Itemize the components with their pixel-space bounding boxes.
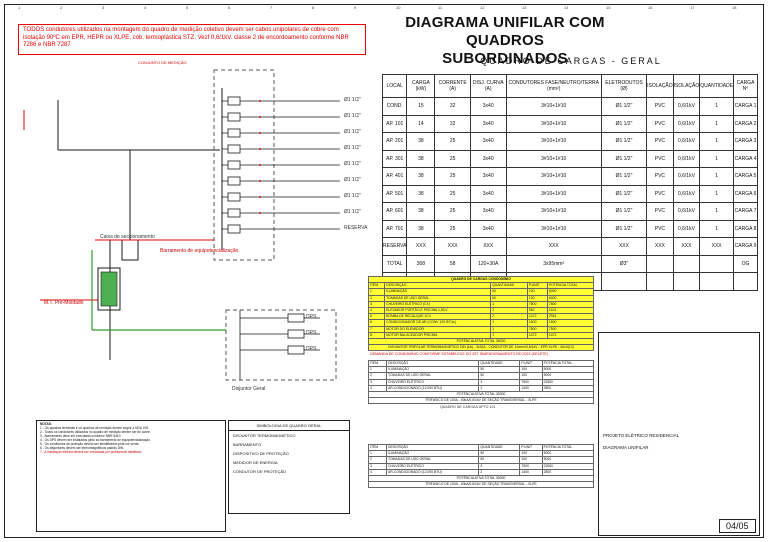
ruler-mark: 16 [648,5,653,10]
meter-group-label: CONJUNTO DE MEDIÇÃO [138,60,187,65]
ruler-mark: 10 [396,5,401,10]
branch-label: Ø1 1/2" [344,161,361,167]
drawing-name: DIAGRAMA UNIFILAR [603,445,649,450]
section-label: Caixa de seccionamento [100,234,155,240]
legend-box: SIMBOLOGIA DE QUADRO GERAL DISJUNTOR TER… [228,420,350,514]
ruler-mark: 13 [522,5,527,10]
dps-label: DPS [306,330,317,336]
notes-block: NOTAS: 1 - Os quadros terminais e os qua… [36,420,226,532]
ruler-mark: 9 [354,5,357,10]
title-block: PROJETO ELÉTRICO RESIDENCIAL DIAGRAMA UN… [598,332,760,536]
ruler-mark: 17 [690,5,695,10]
ruler-mark: 14 [564,5,569,10]
branch-label: RESERVA [344,225,368,231]
ruler-mark: 3 [102,5,105,10]
ruler-mark: 7 [270,5,273,10]
general-note: TODOS condutores utilizados na montagem … [18,24,366,55]
ruler-mark: 11 [438,5,443,10]
branch-label: Ø1 1/2" [344,209,361,215]
ruler-mark: 12 [480,5,485,10]
ground-label: M.T. Pré-Moldado [44,300,84,306]
ruler-mark: 15 [606,5,611,10]
branch-label: Ø1 1/2" [344,193,361,199]
ruler-mark: 6 [228,5,231,10]
ruler-mark: 1 [18,5,21,10]
ruler-mark: 8 [312,5,315,10]
branch-label: Ø1 1/2" [344,97,361,103]
project-name: PROJETO ELÉTRICO RESIDENCIAL [603,433,680,438]
dps-label: DPS [306,314,317,320]
title-line-2: SUBORDINADOS [442,50,568,67]
sheet-number: 04/05 [719,519,756,533]
ground-bar-label: Barramento de equipotencialização [160,248,239,254]
page-title: DIAGRAMA UNIFILAR COM QUADROS SUBORDINAD… [380,14,630,68]
branch-label: Ø1 1/2" [344,113,361,119]
apt-table-heading: QUADRO DE CARGAS APTO 101 [440,405,496,409]
drawing-sheet [4,4,764,538]
ruler-mark: 2 [60,5,63,10]
branch-label: Ø1 1/2" [344,177,361,183]
ruler-mark: 18 [732,5,737,10]
main-breaker-label: Disjuntor Geral [232,386,266,392]
ruler-mark: 5 [186,5,189,10]
dps-label: DPS [306,346,317,352]
branch-label: Ø1 1/2" [344,129,361,135]
branch-label: Ø1 1/2" [344,145,361,151]
title-line-1: DIAGRAMA UNIFILAR COM QUADROS [405,14,605,49]
demand-heading: DEMANDA DE CONDOMÍNIO CONFORME ESTABELEC… [370,352,548,356]
ruler-mark: 4 [144,5,147,10]
general-board-title: QUADRO DE CARGAS - GERAL [480,56,662,66]
